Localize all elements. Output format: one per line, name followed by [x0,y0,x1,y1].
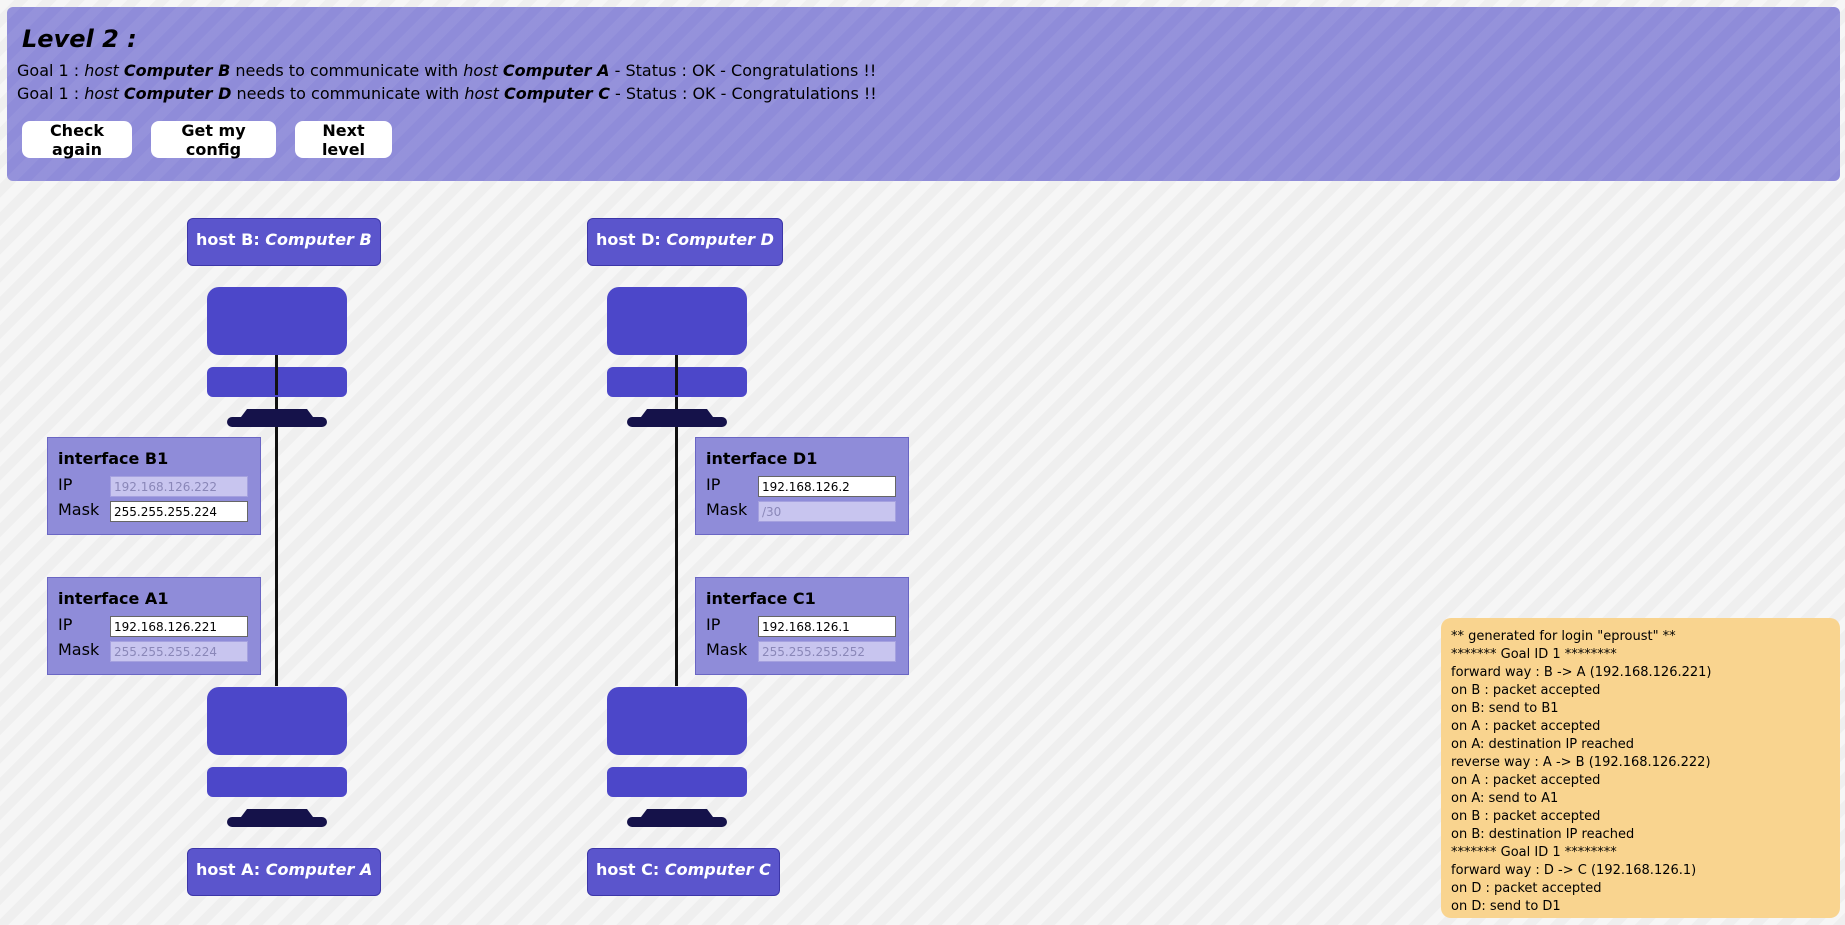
goal-source-host: Computer B [123,61,231,80]
interface-title: interface C1 [706,589,816,608]
host-label-c[interactable]: host C: Computer C [587,848,780,896]
config-log-panel[interactable]: ** generated for login "eproust" ** ****… [1441,618,1840,918]
log-line: on B : packet accepted [1451,809,1601,824]
ip-label: IP [706,475,721,494]
next-level-button[interactable]: Next level [295,121,392,159]
log-line: on A: send to A1 [1451,791,1559,806]
goal-source-host: Computer D [123,84,232,103]
log-line: reverse way : A -> B (192.168.126.222) [1451,755,1711,770]
mask-label: Mask [58,640,100,659]
host-label-prefix: host D: [596,230,667,249]
log-line: ** generated for login "eproust" ** [1451,629,1676,644]
mask-label: Mask [58,500,100,519]
goal-target-host: Computer C [504,84,610,103]
ip-label: IP [58,615,73,634]
computer-b-icon[interactable] [207,287,347,429]
interface-a1-ip-input[interactable] [110,616,248,637]
goal-middle-text: needs to communicate with [230,61,464,80]
level-title: Level 2 : [22,25,137,53]
interface-title: interface D1 [706,449,818,468]
get-config-button[interactable]: Get my config [151,121,276,159]
network-link-a-b [275,356,278,686]
computer-c-icon[interactable] [607,687,747,829]
log-line: ******* Goal ID 1 ******** [1451,845,1617,860]
interface-a1-panel: interface A1 IP Mask [47,577,261,675]
interface-d1-panel: interface D1 IP Mask [695,437,909,535]
goal-target-host: Computer A [502,61,610,80]
host-label-a[interactable]: host A: Computer A [187,848,382,896]
log-line: ******* Goal ID 1 ******** [1451,647,1617,662]
goal-host-word: host [464,84,499,103]
interface-c1-ip-input[interactable] [758,616,896,637]
interface-b1-panel: interface B1 IP Mask [47,437,261,535]
check-again-button[interactable]: Check again [22,121,132,159]
log-line: on D: send to D1 [1451,899,1561,914]
goal-prefix: Goal 1 : [17,61,85,80]
log-line: forward way : B -> A (192.168.126.221) [1451,665,1712,680]
host-label-prefix: host C: [596,860,665,879]
log-line: on A : packet accepted [1451,719,1601,734]
interface-b1-ip-input [110,476,248,497]
host-label-d[interactable]: host D: Computer D [587,218,783,266]
host-name: Computer A [265,860,373,879]
goal-status-1: Goal 1 : host Computer B needs to commun… [17,61,876,80]
goal-host-word: host [463,61,498,80]
log-line: on B: destination IP reached [1451,827,1635,842]
computer-a-icon[interactable] [207,687,347,829]
goal-status-text: - Status : OK - Congratulations !! [609,84,877,103]
goal-status-2: Goal 1 : host Computer D needs to commun… [17,84,877,103]
goal-prefix: Goal 1 : [17,84,85,103]
log-line: on D : packet accepted [1451,881,1602,896]
goal-host-word: host [84,61,119,80]
log-line: on A : packet accepted [1451,773,1601,788]
ip-label: IP [58,475,73,494]
log-line: forward way : D -> C (192.168.126.1) [1451,863,1697,878]
goal-middle-text: needs to communicate with [231,84,465,103]
interface-d1-mask-input [758,501,896,522]
host-label-b[interactable]: host B: Computer B [187,218,381,266]
level-header: Level 2 : Goal 1 : host Computer B needs… [7,7,1840,181]
log-line: on B : packet accepted [1451,683,1601,698]
interface-title: interface A1 [58,589,169,608]
interface-b1-mask-input[interactable] [110,501,248,522]
host-label-prefix: host A: [196,860,266,879]
interface-a1-mask-input [110,641,248,662]
mask-label: Mask [706,640,748,659]
interface-c1-mask-input [758,641,896,662]
goal-host-word: host [84,84,119,103]
log-line: on B: send to B1 [1451,701,1559,716]
mask-label: Mask [706,500,748,519]
host-label-prefix: host B: [196,230,266,249]
interface-title: interface B1 [58,449,169,468]
interface-d1-ip-input[interactable] [758,476,896,497]
host-name: Computer C [664,860,771,879]
network-link-c-d [675,356,678,686]
log-line: on A: destination IP reached [1451,737,1634,752]
host-name: Computer B [265,230,372,249]
goal-status-text: - Status : OK - Congratulations !! [609,61,877,80]
interface-c1-panel: interface C1 IP Mask [695,577,909,675]
computer-d-icon[interactable] [607,287,747,429]
ip-label: IP [706,615,721,634]
host-name: Computer D [666,230,774,249]
